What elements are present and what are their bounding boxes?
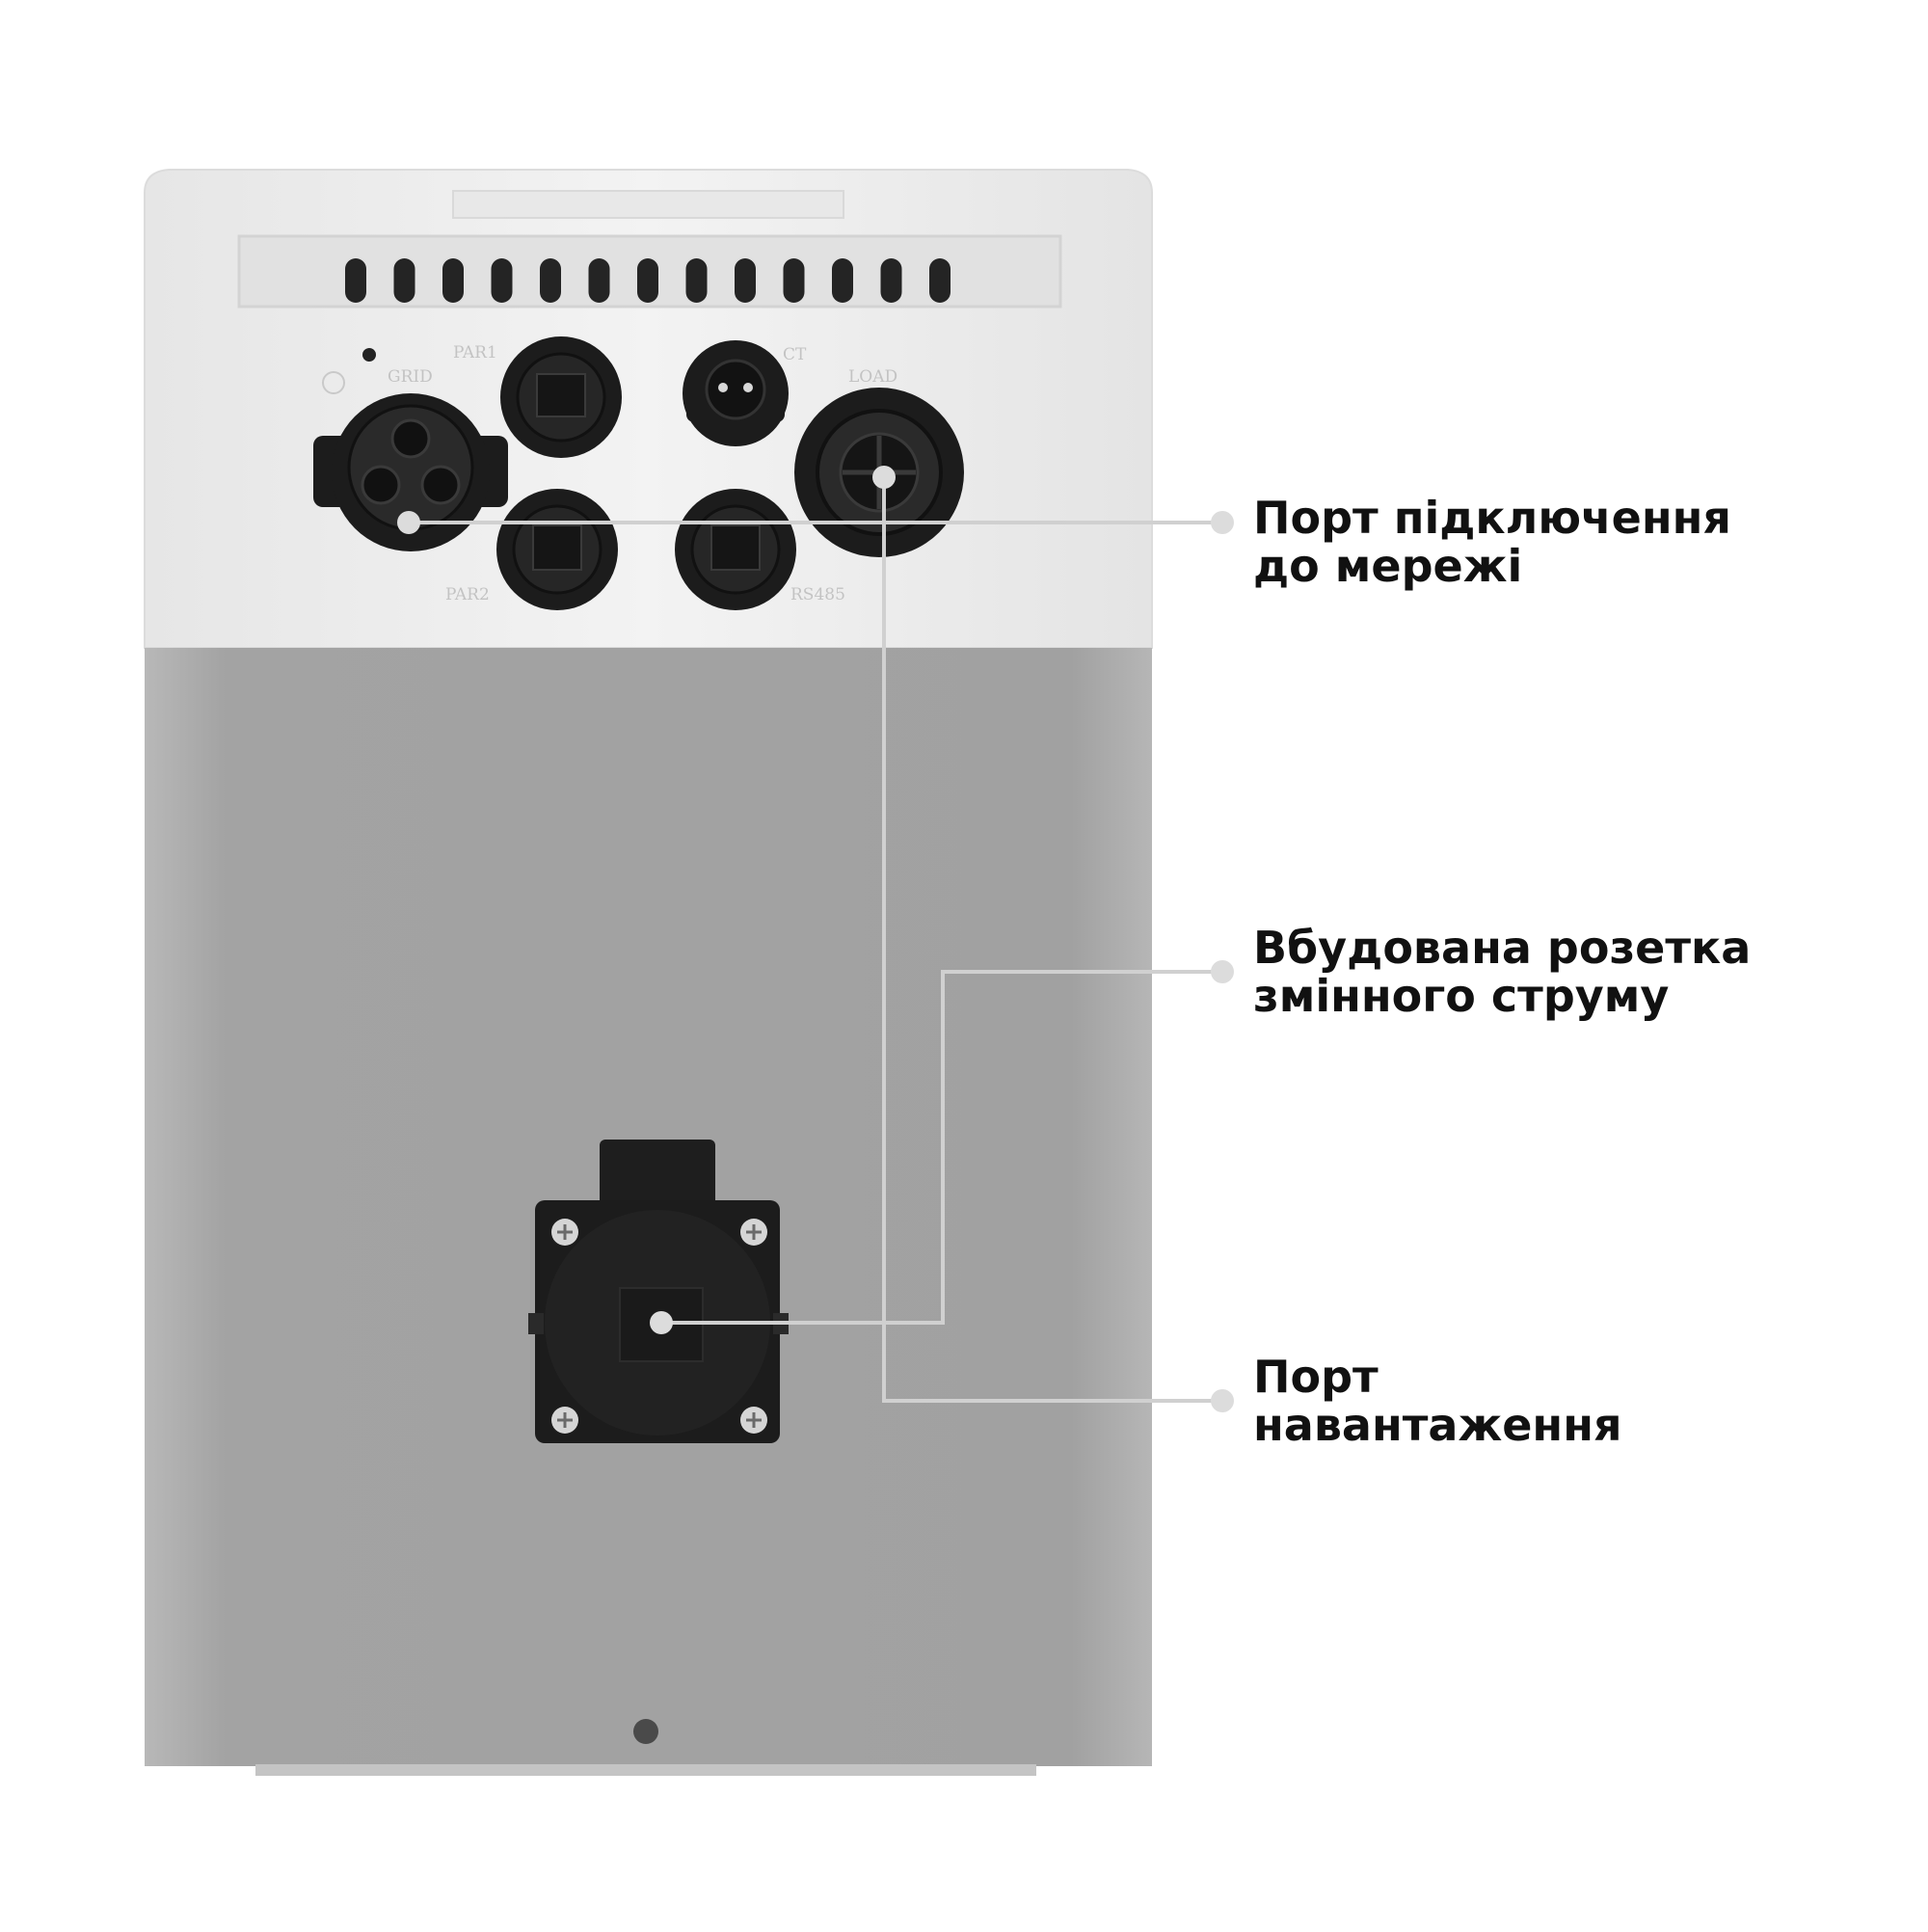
ct-connector [683, 340, 789, 446]
label-ct: CT [783, 345, 807, 364]
vent-slot [393, 258, 415, 303]
end-dot-load-port [1211, 1389, 1234, 1412]
socket-latch-left [528, 1313, 544, 1334]
vent-slot [540, 258, 561, 303]
vent-slot [442, 258, 464, 303]
label-load: LOAD [848, 367, 897, 387]
label-par1: PAR1 [453, 343, 497, 362]
end-dot-ac-socket [1211, 960, 1234, 983]
par1-connector [500, 336, 622, 458]
rs485-connector [675, 489, 796, 610]
vent-slot [832, 258, 853, 303]
vent-slot [345, 258, 366, 303]
leader-line-load-port [882, 477, 1222, 1403]
housing-bottom-edge [255, 1764, 1036, 1776]
screw-icon [740, 1219, 767, 1246]
grid-connector [313, 393, 508, 551]
handle-top-strip [452, 190, 844, 219]
anchor-dot-ac-socket [650, 1311, 673, 1334]
vent-slot [491, 258, 513, 303]
vent-slots [345, 258, 951, 303]
screw-icon [551, 1219, 578, 1246]
port-silkscreen-labels: GRID PAR1 CT LOAD PAR2 RS485 [388, 343, 897, 604]
vent-slot [637, 258, 658, 303]
callout-grid-port: Порт підключення до мережі [1253, 492, 1731, 592]
leader-line-ac-socket [661, 970, 1222, 1325]
screw-icon [740, 1407, 767, 1434]
label-par2: PAR2 [445, 585, 490, 604]
screw-icon [551, 1407, 578, 1434]
anchor-dot-grid-port [397, 511, 420, 534]
anchor-dots [397, 466, 1234, 1412]
vent-slot [783, 258, 805, 303]
callout-ac-socket: Вбудована розетка змінного струму [1253, 922, 1752, 1022]
label-grid: GRID [388, 367, 433, 387]
callout-load-port: Порт навантаження [1253, 1351, 1622, 1451]
bottom-screw-hole [633, 1719, 658, 1744]
vent-slot [685, 258, 708, 303]
vent-slot [880, 258, 902, 303]
power-symbol-icon [322, 371, 345, 394]
leader-lines [409, 477, 1222, 1403]
label-rs485: RS485 [790, 585, 845, 604]
end-dot-grid-port [1211, 511, 1234, 534]
vent-slot [929, 258, 951, 303]
anchor-dot-load-port [872, 466, 896, 489]
par2-connector [496, 489, 618, 610]
indicator-led [362, 348, 376, 362]
vent-slot [588, 258, 610, 303]
vent-slot [735, 258, 756, 303]
